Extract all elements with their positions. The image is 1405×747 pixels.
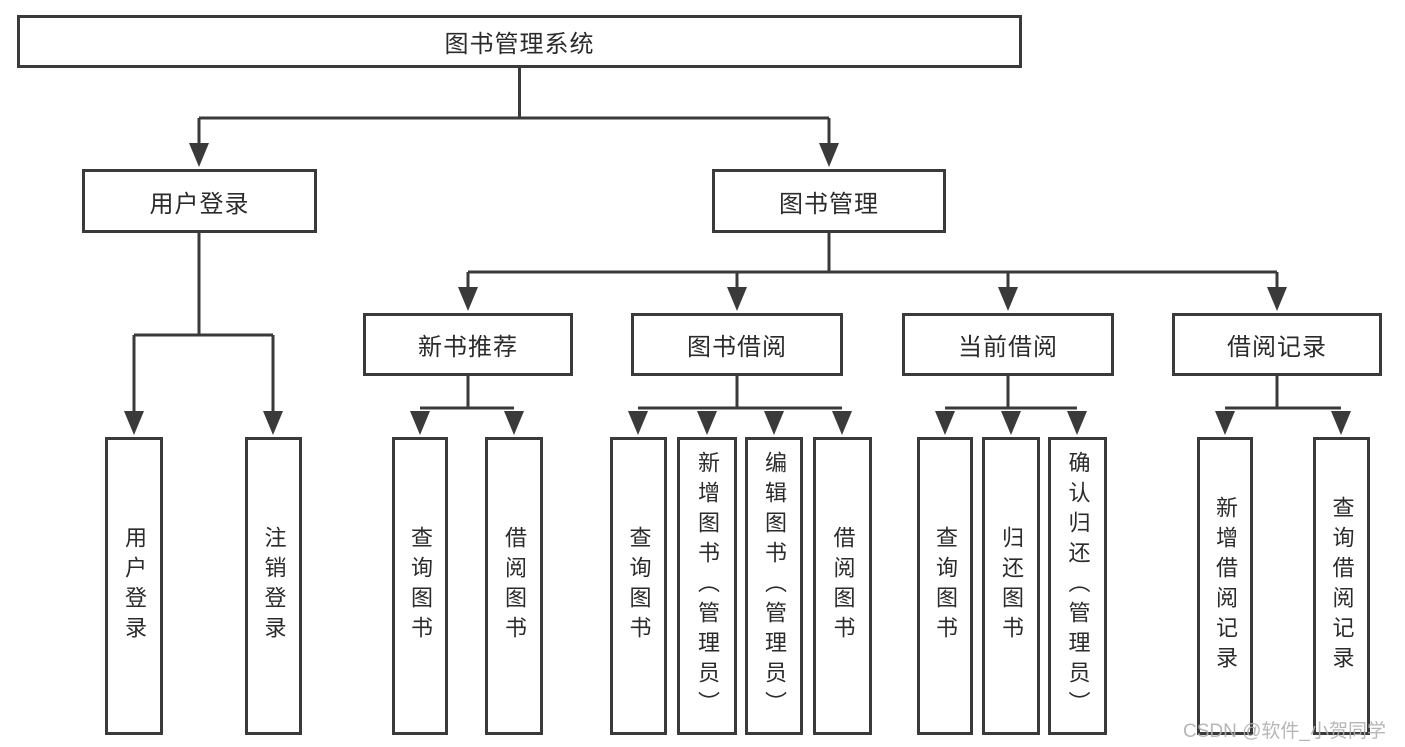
arrowhead: [504, 411, 524, 435]
node-new-book-recommend: 新书推荐: [363, 313, 573, 376]
connector-lines: [132, 68, 1341, 412]
arrowhead: [819, 143, 839, 167]
node-label: 用户登录: [149, 190, 250, 218]
leaf-query-books-current: 查询图书: [917, 437, 973, 735]
arrowhead: [410, 411, 430, 435]
arrowhead: [727, 287, 747, 311]
leaf-logout: 注销登录: [245, 437, 302, 735]
arrowhead: [263, 411, 283, 435]
node-label: 图书管理: [779, 190, 879, 218]
leaf-add-book-admin: 新增图书（管理员）: [677, 437, 737, 735]
node-borrow-records: 借阅记录: [1172, 313, 1382, 376]
arrowhead: [189, 143, 209, 167]
leaf-confirm-return-admin: 确认归还（管理员）: [1048, 437, 1107, 735]
leaf-label: 查询借阅记录: [1329, 496, 1355, 676]
arrowhead: [697, 411, 717, 435]
leaf-label: 归还图书: [999, 526, 1024, 646]
leaf-borrow-books-borrowing: 借阅图书: [813, 437, 872, 735]
leaf-query-books-borrowing: 查询图书: [610, 437, 667, 735]
node-label: 借阅记录: [1227, 334, 1327, 361]
leaf-label: 注销登录: [261, 526, 287, 646]
arrowhead: [1001, 411, 1021, 435]
leaf-label: 借阅图书: [830, 526, 856, 646]
arrowhead: [1215, 411, 1235, 435]
node-label: 新书推荐: [418, 334, 518, 361]
leaf-label: 查询图书: [408, 526, 433, 646]
leaf-label: 新增借阅记录: [1213, 496, 1238, 676]
leaf-label: 确认归还（管理员）: [1065, 451, 1091, 721]
leaf-label: 用户登录: [122, 526, 147, 646]
leaf-borrow-books-recommend: 借阅图书: [485, 437, 543, 735]
leaf-label: 借阅图书: [502, 526, 527, 646]
node-current-borrowing: 当前借阅: [902, 313, 1114, 376]
arrowhead: [998, 287, 1018, 311]
leaf-query-books-recommend: 查询图书: [392, 437, 448, 735]
node-label: 图书借阅: [687, 334, 787, 361]
leaf-edit-book-admin: 编辑图书（管理员）: [745, 437, 803, 735]
arrowhead: [764, 411, 784, 435]
arrowhead: [458, 287, 478, 311]
leaf-return-book: 归还图书: [982, 437, 1040, 735]
leaf-label: 查询图书: [626, 526, 652, 646]
leaf-query-borrow-record: 查询借阅记录: [1313, 437, 1370, 735]
arrowhead: [124, 411, 144, 435]
leaf-user-login: 用户登录: [105, 437, 163, 735]
leaf-label: 新增图书（管理员）: [695, 451, 720, 721]
arrowhead: [1331, 411, 1351, 435]
node-book-management: 图书管理: [712, 169, 946, 233]
arrowhead: [935, 411, 955, 435]
arrowhead: [628, 411, 648, 435]
node-user-login-module: 用户登录: [82, 169, 317, 233]
node-label: 当前借阅: [958, 334, 1058, 361]
node-root-label: 图书管理系统: [444, 31, 595, 58]
leaf-label: 编辑图书（管理员）: [762, 451, 787, 721]
arrowhead: [1267, 287, 1287, 311]
leaf-add-borrow-record: 新增借阅记录: [1197, 437, 1253, 735]
csdn-watermark: CSDN @软件_小贺同学: [1183, 721, 1386, 742]
arrowhead: [1067, 411, 1087, 435]
node-book-borrowing: 图书借阅: [631, 313, 843, 376]
leaf-label: 查询图书: [933, 526, 958, 646]
arrowhead: [832, 411, 852, 435]
node-root: 图书管理系统: [17, 15, 1022, 68]
